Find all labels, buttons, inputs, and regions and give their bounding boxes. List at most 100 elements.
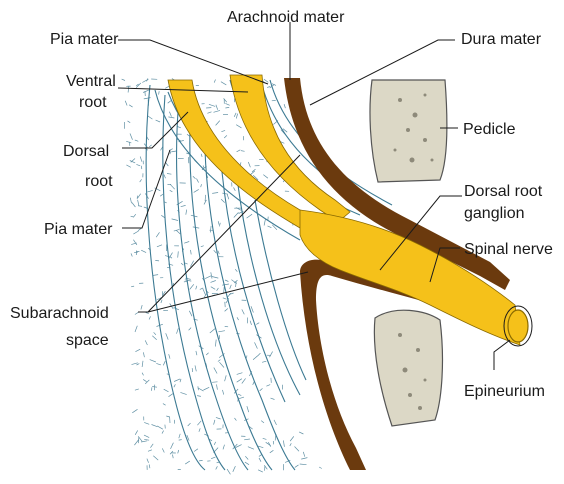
hatch-mark bbox=[201, 184, 202, 187]
hatch-mark bbox=[145, 380, 149, 384]
hatch-mark bbox=[237, 379, 242, 383]
hatch-mark bbox=[225, 107, 229, 108]
hatch-mark bbox=[234, 113, 236, 117]
hatch-mark bbox=[129, 105, 133, 107]
hatch-mark bbox=[134, 252, 138, 253]
hatch-mark bbox=[301, 458, 307, 460]
hatch-mark bbox=[201, 154, 202, 157]
hatch-mark bbox=[140, 179, 142, 182]
hatch-mark bbox=[270, 352, 273, 358]
hatch-mark bbox=[190, 284, 194, 289]
hatch-mark bbox=[221, 82, 226, 85]
hatch-mark bbox=[210, 226, 211, 233]
hatch-mark bbox=[195, 365, 196, 371]
hatch-mark bbox=[263, 438, 267, 439]
label-dura-mater: Dura mater bbox=[461, 31, 542, 48]
hatch-mark bbox=[258, 353, 261, 356]
hatch-mark bbox=[170, 190, 173, 192]
hatch-mark bbox=[264, 79, 268, 82]
hatch-mark bbox=[130, 198, 131, 204]
hatch-mark bbox=[236, 125, 241, 128]
hatch-mark bbox=[216, 105, 218, 110]
hatch-mark bbox=[186, 210, 187, 215]
hatch-mark bbox=[138, 228, 141, 230]
hatch-mark bbox=[143, 90, 149, 92]
hatch-mark bbox=[216, 417, 221, 419]
hatch-mark bbox=[125, 101, 127, 106]
hatch-mark bbox=[140, 157, 142, 162]
hatch-mark bbox=[218, 331, 225, 332]
hatch-mark bbox=[150, 360, 156, 362]
hatch-mark bbox=[227, 195, 229, 200]
hatch-mark bbox=[238, 397, 244, 399]
hatch-mark bbox=[189, 311, 192, 316]
hatch-mark bbox=[148, 450, 152, 452]
hatch-mark bbox=[130, 134, 133, 140]
hatch-mark bbox=[221, 199, 225, 203]
hatch-mark bbox=[157, 426, 163, 429]
hatch-mark bbox=[248, 162, 250, 167]
hatch-mark bbox=[143, 379, 146, 381]
hatch-mark bbox=[171, 151, 176, 152]
hatch-mark bbox=[156, 232, 159, 237]
hatch-mark bbox=[236, 114, 237, 119]
hatch-mark bbox=[153, 456, 158, 460]
hatch-mark bbox=[214, 110, 221, 112]
hatch-mark bbox=[150, 444, 153, 448]
hatch-mark bbox=[184, 242, 189, 244]
hatch-mark bbox=[223, 445, 225, 450]
hatch-mark bbox=[152, 336, 156, 340]
hatch-mark bbox=[222, 193, 228, 194]
hatch-mark bbox=[215, 340, 216, 347]
hatch-mark bbox=[133, 231, 138, 234]
hatch-mark bbox=[225, 280, 228, 282]
hatch-mark bbox=[247, 406, 249, 412]
hatch-mark bbox=[319, 467, 322, 469]
hatch-mark bbox=[160, 194, 163, 196]
hatch-mark bbox=[168, 101, 171, 104]
hatch-mark bbox=[242, 378, 246, 383]
hatch-mark bbox=[181, 205, 186, 206]
hatch-mark bbox=[274, 420, 277, 425]
hatch-mark bbox=[169, 354, 170, 358]
hatch-mark bbox=[131, 286, 134, 287]
label-pia-mater-top: Pia mater bbox=[50, 31, 119, 48]
hatch-mark bbox=[211, 457, 215, 459]
hatch-mark bbox=[197, 179, 199, 183]
hatch-mark bbox=[146, 313, 149, 314]
hatch-mark bbox=[193, 176, 196, 179]
hatch-mark bbox=[138, 194, 141, 198]
hatch-mark bbox=[197, 421, 201, 425]
hatch-mark bbox=[134, 440, 138, 446]
hatch-mark bbox=[266, 385, 270, 387]
label-pedicle: Pedicle bbox=[463, 121, 516, 138]
hatch-mark bbox=[227, 469, 230, 474]
hatch-mark bbox=[262, 361, 266, 362]
hatch-mark bbox=[176, 230, 180, 234]
hatch-mark bbox=[247, 214, 253, 218]
label-subarachnoid-space-line2: space bbox=[66, 332, 109, 349]
hatch-mark bbox=[244, 439, 250, 440]
hatch-mark bbox=[166, 333, 169, 339]
hatch-mark bbox=[250, 321, 251, 325]
hatch-mark bbox=[234, 212, 239, 217]
hatch-mark bbox=[270, 450, 274, 453]
label-ventral-root-line2: root bbox=[79, 94, 107, 111]
hatch-mark bbox=[223, 298, 227, 299]
hatch-mark bbox=[196, 351, 197, 355]
hatch-mark bbox=[161, 300, 162, 303]
hatch-mark bbox=[194, 449, 198, 452]
label-dorsal-root-line1: Dorsal bbox=[63, 143, 109, 160]
hatch-mark bbox=[170, 184, 175, 189]
hatch-mark bbox=[224, 135, 227, 138]
hatch-mark bbox=[212, 277, 218, 279]
hatch-mark bbox=[142, 373, 143, 376]
hatch-mark bbox=[126, 141, 131, 143]
hatch-mark bbox=[201, 246, 204, 247]
hatch-mark bbox=[135, 430, 138, 434]
hatch-mark bbox=[251, 306, 253, 312]
hatch-mark bbox=[177, 127, 180, 128]
hatch-mark bbox=[222, 284, 229, 285]
hatch-mark bbox=[152, 425, 158, 427]
hatch-mark bbox=[248, 447, 254, 450]
